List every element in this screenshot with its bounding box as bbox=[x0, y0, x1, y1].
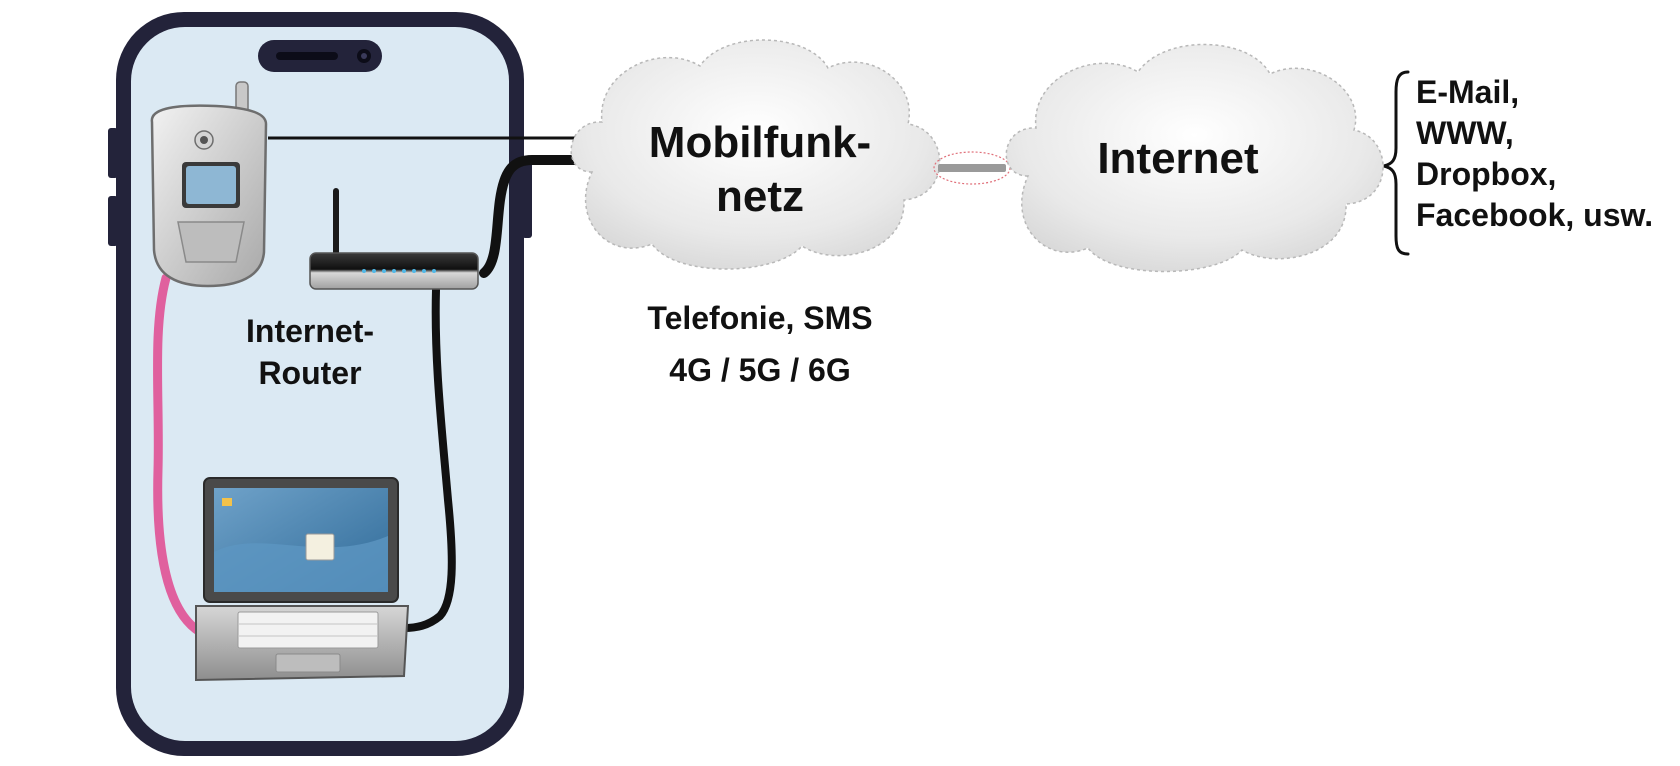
service-item: WWW, bbox=[1416, 115, 1514, 151]
mobile-services-label: Telefonie, SMS bbox=[647, 300, 873, 336]
cables bbox=[153, 136, 595, 637]
service-item: Dropbox, bbox=[1416, 156, 1557, 192]
cloud-link bbox=[933, 151, 1011, 185]
service-item: Facebook, usw. bbox=[1416, 197, 1654, 233]
router-to-laptop-cable bbox=[400, 286, 456, 632]
dynamic-island-icon bbox=[258, 40, 382, 72]
laptop-icon bbox=[195, 477, 410, 682]
phone-side-button bbox=[108, 128, 118, 178]
flip-phone-icon bbox=[150, 81, 268, 288]
services-brace bbox=[1383, 70, 1410, 256]
mobile-network-cloud-label: Mobilfunk- netz bbox=[648, 118, 872, 221]
mobile-network-cloud bbox=[570, 39, 941, 270]
phone-to-laptop-cable bbox=[153, 273, 205, 637]
router-icon bbox=[309, 188, 479, 290]
internet-services-list: E-Mail, WWW, Dropbox, Facebook, usw. bbox=[1416, 72, 1653, 236]
internet-cloud-label: Internet bbox=[1097, 134, 1259, 183]
phone-side-button bbox=[522, 160, 532, 238]
router-to-mobile-network-cable bbox=[479, 155, 595, 278]
router-label: Internet- Router bbox=[246, 313, 374, 391]
internet-cloud bbox=[1005, 43, 1384, 273]
phone-side-button bbox=[108, 196, 118, 246]
mobile-generations-label: 4G / 5G / 6G bbox=[669, 352, 851, 388]
service-item: E-Mail, bbox=[1416, 74, 1520, 110]
